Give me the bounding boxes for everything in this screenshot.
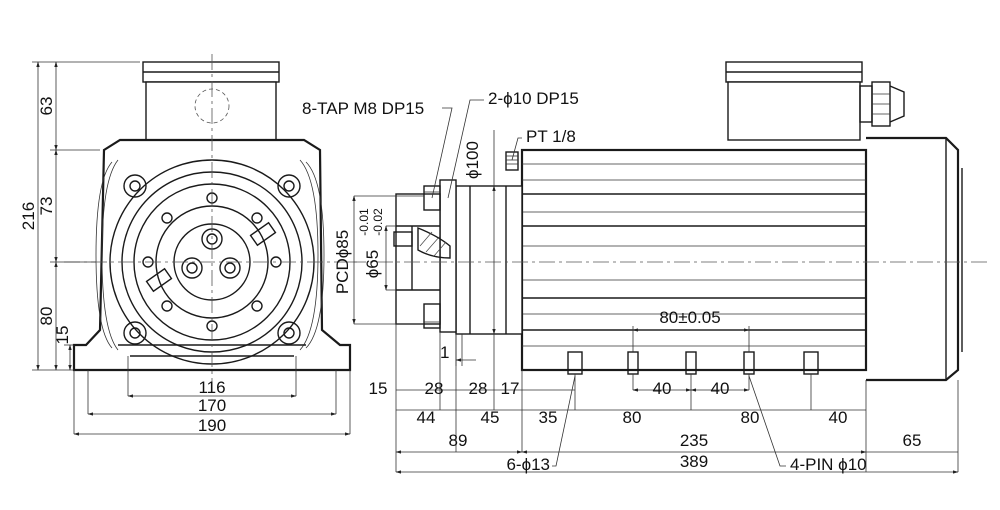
- callout-dia100: ϕ100: [463, 141, 482, 179]
- terminal-box-side: [727, 81, 861, 141]
- tol-lower: -0.02: [371, 208, 385, 236]
- front-vertical-dimensions: 216 63 73 80 15: [19, 61, 140, 371]
- row2-dim-4: 80: [741, 408, 760, 427]
- shaft-hole-right: [219, 257, 241, 279]
- dim-80: 80: [37, 307, 56, 326]
- side-view: [350, 61, 990, 382]
- key-slot-left: [145, 267, 173, 293]
- row1-dim-2: 28: [469, 379, 488, 398]
- callout-pt: PT 1/8: [526, 127, 576, 146]
- dim-63: 63: [37, 97, 56, 116]
- dim-190: 190: [198, 416, 226, 435]
- side-horizontal-dimensions: 15 28 28 17 40 40 44 45 35 80 80 40 89 2…: [369, 324, 959, 474]
- cable-gland: [859, 81, 905, 127]
- row4-dim-0: 389: [680, 452, 708, 471]
- motor-body-side: [520, 148, 868, 372]
- callout-bolts: 6-ϕ13: [506, 455, 550, 474]
- callout-holes: 2-ϕ10 DP15: [488, 89, 579, 108]
- row2-dim-3: 80: [623, 408, 642, 427]
- dim-216: 216: [19, 202, 38, 230]
- flange-bolt: [393, 231, 413, 247]
- cooling-fins-front: [95, 159, 325, 351]
- row1-dim-0: 15: [369, 379, 388, 398]
- callout-pcd: PCDϕ85: [333, 230, 352, 294]
- terminal-box: [145, 81, 277, 141]
- front-flange-plate: [455, 185, 523, 335]
- row3-dim-0: 89: [449, 431, 468, 450]
- side-callouts: 8-TAP M8 DP15 2-ϕ10 DP15 PT 1/8 ϕ100 PCD…: [302, 89, 750, 366]
- dim-116: 116: [198, 378, 225, 397]
- row2-dim-1: 45: [481, 408, 500, 427]
- dim-15: 15: [53, 326, 72, 345]
- front-horizontal-dimensions: 116 170 190: [73, 356, 351, 436]
- callout-tap: 8-TAP M8 DP15: [302, 99, 424, 118]
- front-view: [64, 54, 360, 392]
- rear-cap: [866, 136, 960, 382]
- pt-plug: [505, 151, 519, 171]
- row1-dim-3: 17: [501, 379, 520, 398]
- row2-dim-0: 44: [417, 408, 436, 427]
- row1-dim-1: 28: [425, 379, 444, 398]
- row3-dim-1: 235: [680, 431, 708, 450]
- flange-ring: [439, 179, 457, 333]
- row1-dim-5: 40: [711, 379, 730, 398]
- callout-one: 1: [440, 343, 449, 362]
- tap-hole-top: [423, 185, 441, 211]
- row2-dim-5: 40: [829, 408, 848, 427]
- corner-bolts: [123, 174, 301, 345]
- key-slot-right: [249, 221, 277, 247]
- row3-dim-2: 65: [903, 431, 922, 450]
- callout-shaft: ϕ65: [363, 250, 382, 278]
- motor-housing-front: [72, 138, 352, 372]
- dim-170: 170: [198, 396, 226, 415]
- output-flange: [395, 193, 441, 325]
- row1-dim-4: 40: [653, 379, 672, 398]
- tap-hole-bottom: [423, 303, 441, 329]
- callout-spacing: 80±0.05: [659, 308, 720, 327]
- shaft-hole-left: [181, 257, 203, 279]
- dim-73: 73: [37, 197, 56, 216]
- tol-upper: -0.01: [357, 208, 371, 236]
- callout-pins: 4-PIN ϕ10: [790, 455, 867, 474]
- row2-dim-2: 35: [539, 408, 558, 427]
